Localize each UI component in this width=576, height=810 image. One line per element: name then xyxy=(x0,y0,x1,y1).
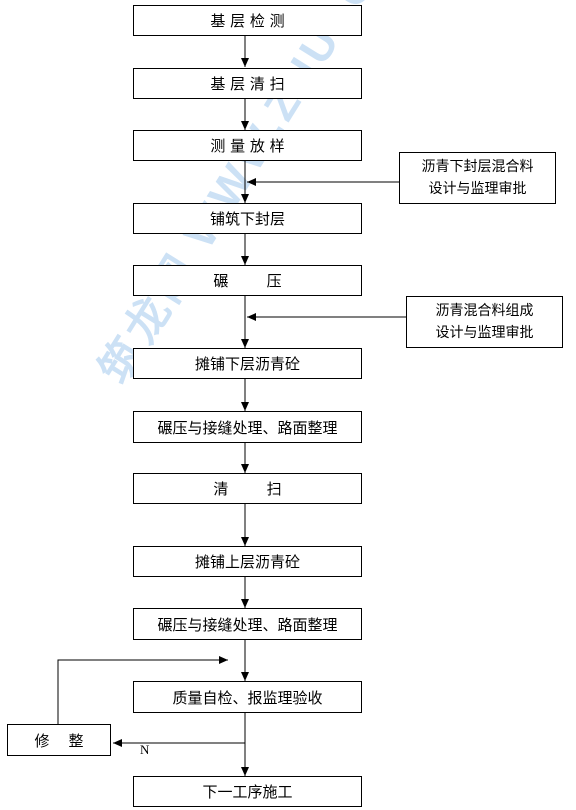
side-input-mix-design: 沥青混合料组成 设计与监理审批 xyxy=(406,296,563,348)
step-next-process: 下一工序施工 xyxy=(133,776,362,807)
step-base-inspection: 基 层 检 测 xyxy=(133,5,362,36)
side-input-mix-line1: 沥青混合料组成 xyxy=(435,303,534,319)
step-survey-layout: 测 量 放 样 xyxy=(133,130,362,161)
step-quality-check: 质量自检、报监理验收 xyxy=(133,681,362,713)
step-compaction-joint-1: 碾压与接缝处理、路面整理 xyxy=(133,411,362,443)
step-compaction: 碾 压 xyxy=(133,265,362,296)
no-label: N xyxy=(140,742,150,757)
step-base-cleaning: 基 层 清 扫 xyxy=(133,68,362,99)
step-lower-seal: 铺筑下封层 xyxy=(133,203,362,234)
step-lower-asphalt: 摊铺下层沥青砼 xyxy=(133,348,362,379)
side-input-seal-design: 沥青下封层混合料 设计与监理审批 xyxy=(399,152,556,204)
side-input-mix-line2: 设计与监理审批 xyxy=(435,325,534,341)
step-compaction-joint-2: 碾压与接缝处理、路面整理 xyxy=(133,608,362,640)
step-sweeping: 清 扫 xyxy=(133,473,362,504)
side-input-seal-line1: 沥青下封层混合料 xyxy=(421,159,534,175)
repair-box: 修 整 xyxy=(7,724,111,756)
loop-back-line xyxy=(57,656,228,724)
side-input-seal-line2: 设计与监理审批 xyxy=(428,181,527,197)
step-upper-asphalt: 摊铺上层沥青砼 xyxy=(133,546,362,577)
